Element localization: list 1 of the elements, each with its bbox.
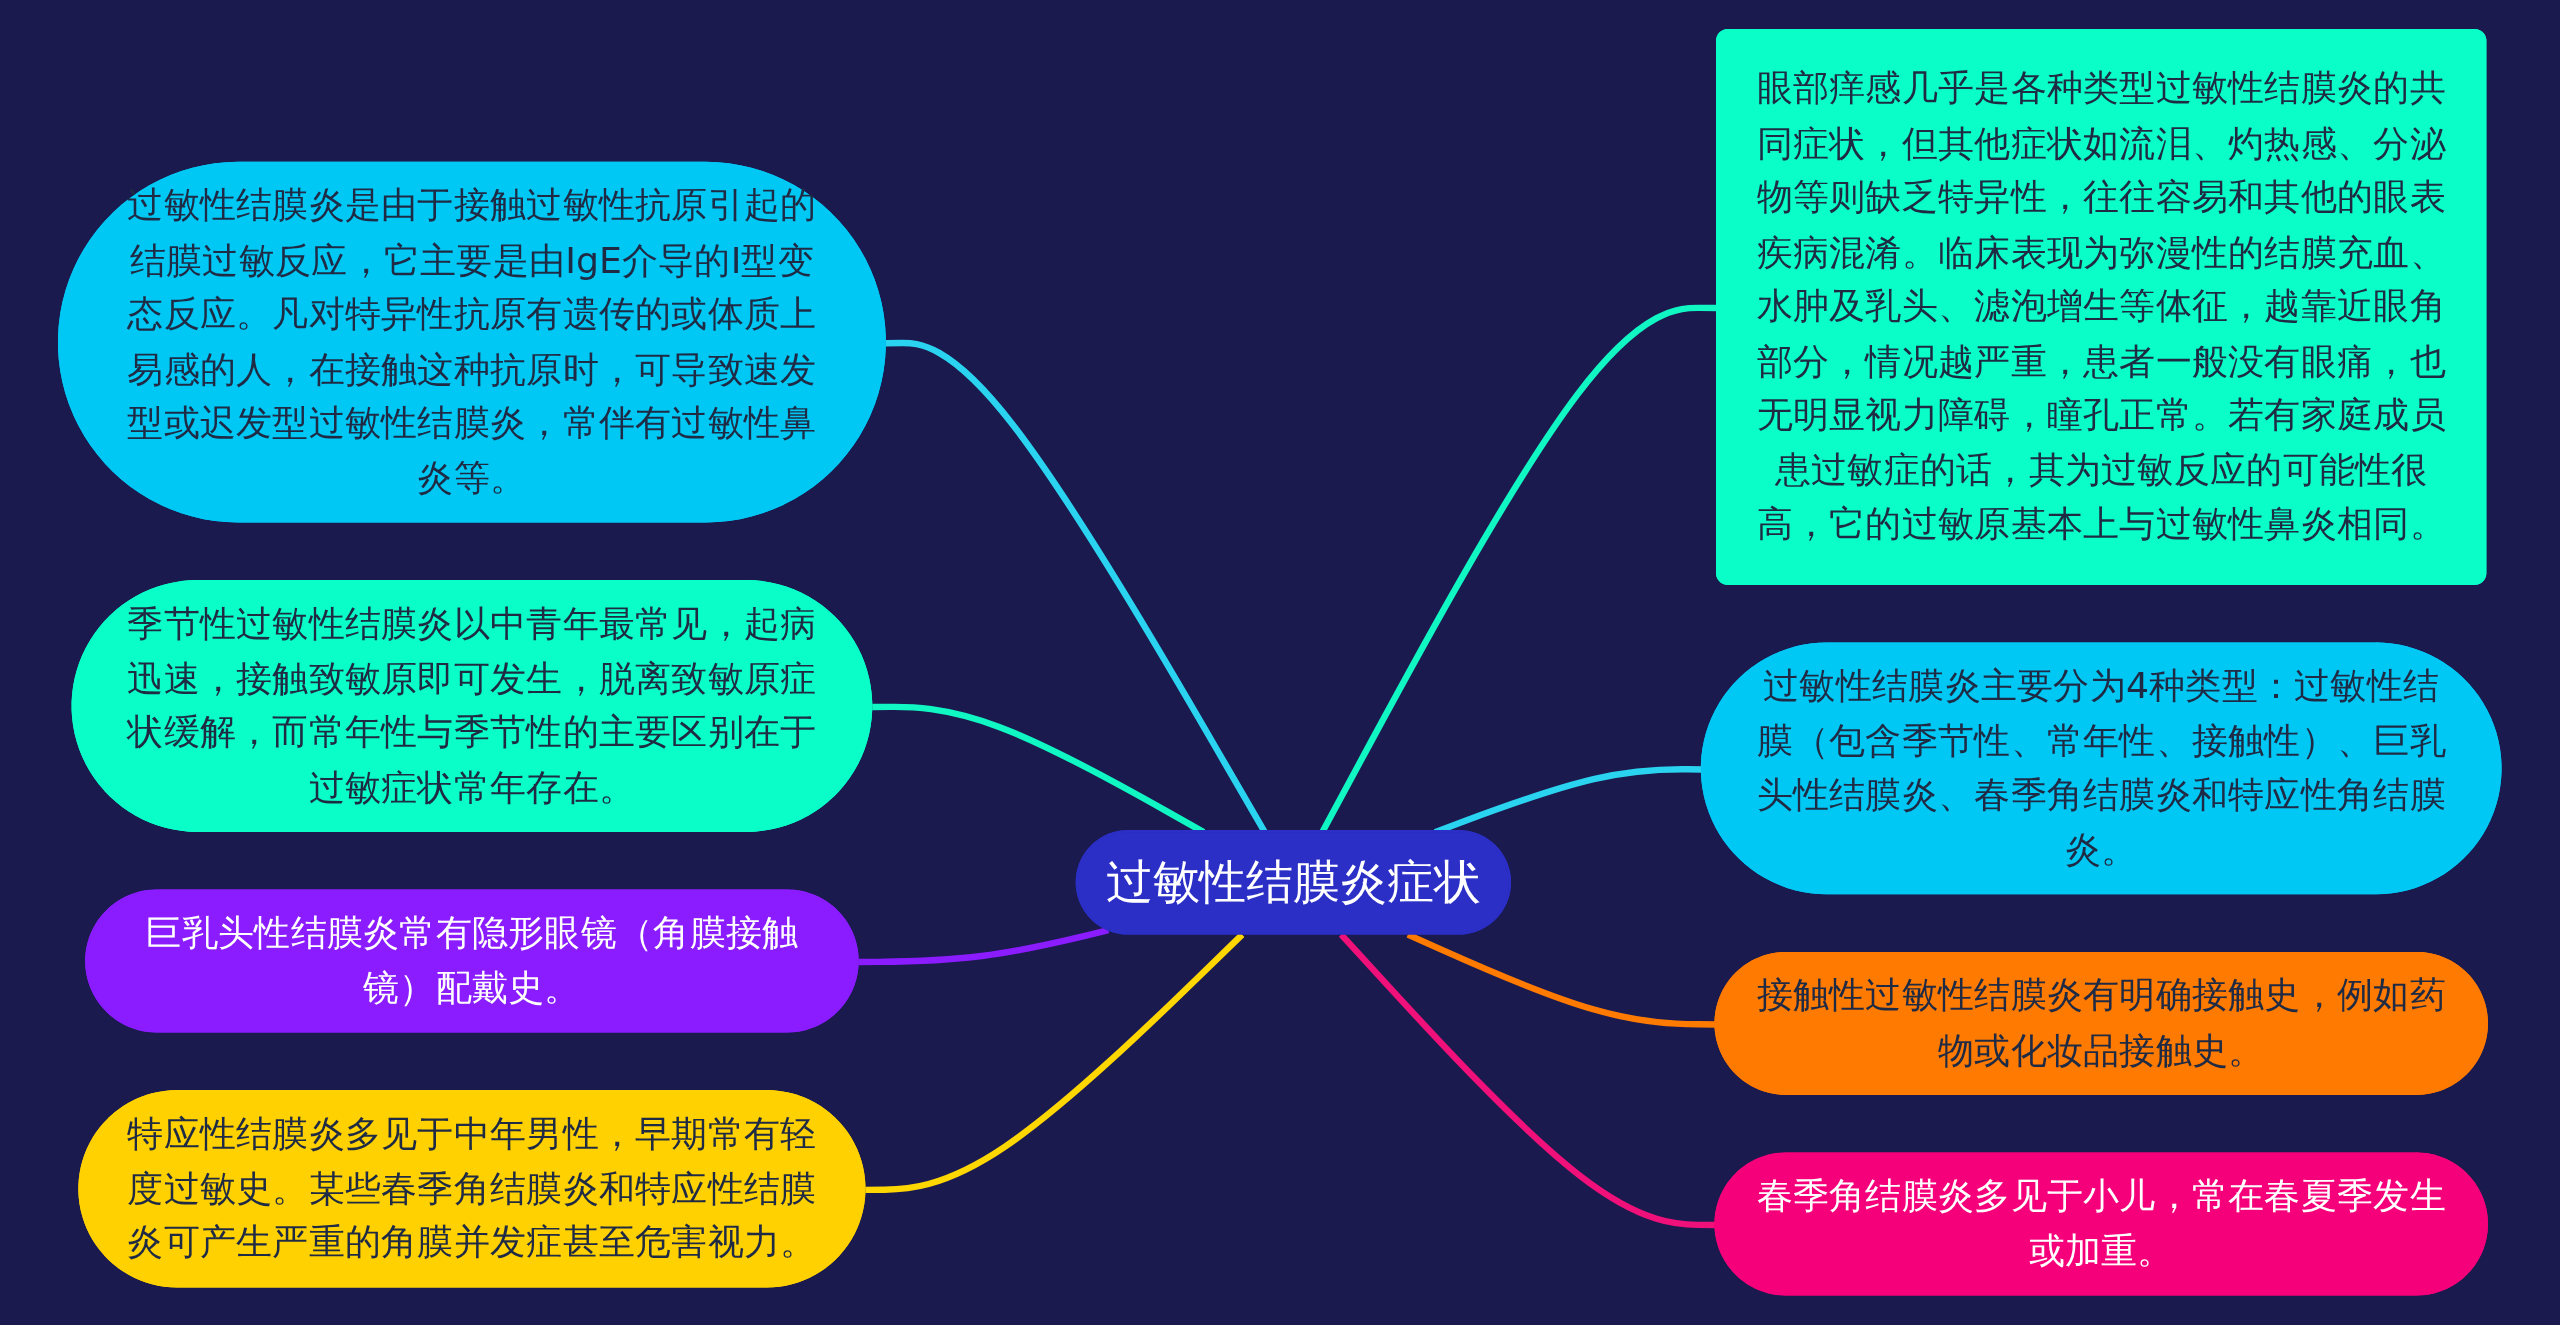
- connector: [858, 927, 1110, 966]
